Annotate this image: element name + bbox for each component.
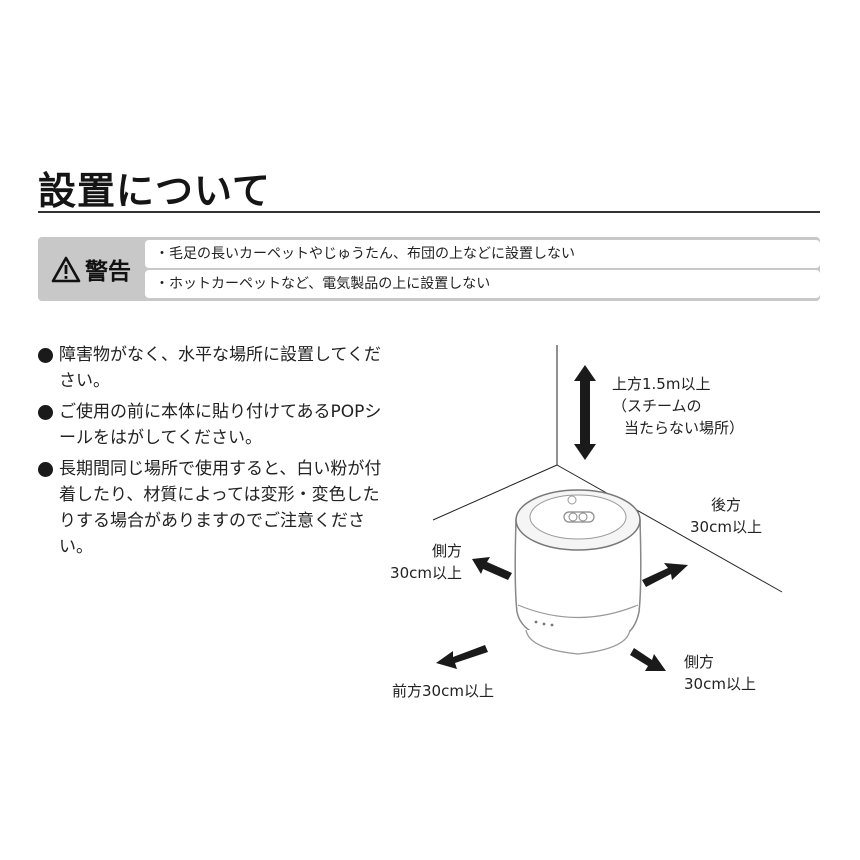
instruction-item: 長期間同じ場所で使用すると、白い粉が付着したり、材質によっては変形・変色したりす… <box>38 456 388 560</box>
side-right-heading: 側方 <box>684 653 715 671</box>
page-title: 設置について <box>38 169 271 213</box>
side-right-clearance-label: 側方 30cm以上 <box>684 651 756 695</box>
top-clearance-label: 上方1.5m以上 （スチームの 当たらない場所） <box>612 373 744 439</box>
arrow-up-down-icon <box>574 365 596 460</box>
front-clearance-label: 前方30cm以上 <box>392 682 494 700</box>
side-right-distance: 30cm以上 <box>684 675 756 693</box>
side-left-distance: 30cm以上 <box>390 564 462 582</box>
side-left-clearance-label: 側方 30cm以上 <box>376 540 462 584</box>
side-left-heading: 側方 <box>431 542 462 560</box>
warning-item: ・毛足の長いカーペットやじゅうたん、布団の上などに設置しない <box>145 240 820 268</box>
arrow-side-right-icon <box>630 648 666 671</box>
instruction-item: 障害物がなく、水平な場所に設置してください。 <box>38 342 388 394</box>
arrow-side-left-icon <box>472 557 512 580</box>
back-clearance-label: 後方 30cm以上 <box>690 494 762 538</box>
instruction-item: ご使用の前に本体に貼り付けてあるPOPシールをはがしてください。 <box>38 399 388 451</box>
top-clearance-note: （スチームの <box>612 397 702 415</box>
back-clearance-distance: 30cm以上 <box>690 518 762 536</box>
top-clearance-note: 当たらない場所） <box>624 419 745 437</box>
arrow-front-icon <box>436 645 488 669</box>
warning-item: ・ホットカーペットなど、電気製品の上に設置しない <box>145 270 820 298</box>
title-divider <box>38 211 820 213</box>
warning-label: 警告 <box>38 237 144 301</box>
warning-heading: 警告 <box>85 259 131 285</box>
placement-diagram: 上方1.5m以上 （スチームの 当たらない場所） 後方 30cm以上 側方 30… <box>340 330 820 730</box>
warning-box: 警告 ・毛足の長いカーペットやじゅうたん、布団の上などに設置しない ・ホットカー… <box>38 237 820 301</box>
top-clearance-text: 上方1.5m以上 <box>612 375 711 393</box>
back-clearance-heading: 後方 <box>710 496 741 514</box>
arrow-back-icon <box>642 563 688 587</box>
instruction-list: 障害物がなく、水平な場所に設置してください。 ご使用の前に本体に貼り付けてあるP… <box>38 342 388 565</box>
warning-triangle-icon <box>51 256 81 282</box>
humidifier-illustration <box>514 489 642 655</box>
room-corner-lines <box>432 345 783 593</box>
